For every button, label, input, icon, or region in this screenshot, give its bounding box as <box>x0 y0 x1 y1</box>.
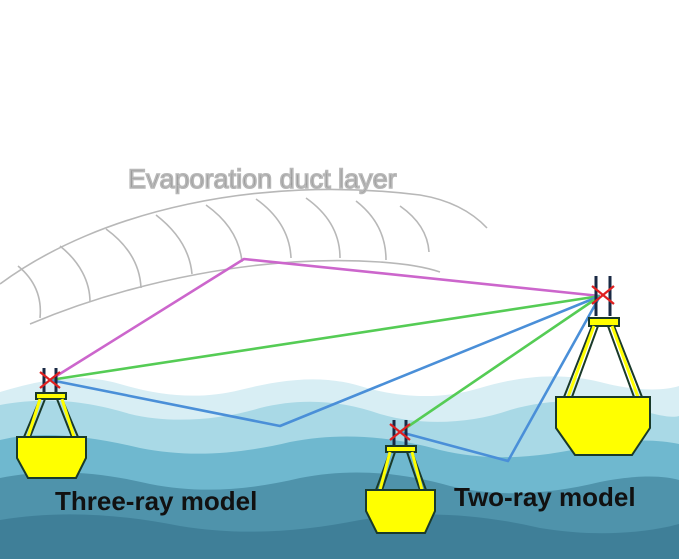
duct-arc-1 <box>17 265 42 319</box>
buoy-left <box>16 368 87 479</box>
buoy-icon <box>555 317 651 456</box>
buoy-middle <box>365 420 436 534</box>
duct-arc-7 <box>305 197 341 259</box>
three-ray-label: Three-ray model <box>55 486 257 516</box>
reflected-ray-short <box>399 295 602 463</box>
duct-arc-4 <box>155 214 193 275</box>
direct-ray-long <box>49 294 601 382</box>
antenna-icon <box>39 368 61 392</box>
two-ray-label: Two-ray model <box>454 482 636 512</box>
antenna-icon <box>389 420 411 446</box>
ducted-ray <box>49 257 601 382</box>
buoy-icon <box>16 392 87 479</box>
duct-arc-9 <box>399 205 430 253</box>
buoy-right <box>555 276 651 456</box>
direct-ray-short <box>399 294 601 434</box>
duct-outer-arc <box>0 188 488 285</box>
sea-layer-5 <box>0 514 679 559</box>
duct-inner-arc <box>29 259 441 325</box>
duct-arc-3 <box>105 228 142 289</box>
reflected-ray-long <box>49 294 601 428</box>
duct-layer: Evaporation duct layer <box>0 163 488 325</box>
rays <box>49 257 602 463</box>
duct-arc-2 <box>59 245 91 303</box>
duct-arc-6 <box>255 198 292 259</box>
antenna-icon <box>591 276 615 316</box>
sea <box>0 376 679 559</box>
duct-arc-5 <box>205 204 243 263</box>
duct-label: Evaporation duct layer <box>128 164 397 194</box>
buoy-icon <box>365 445 436 534</box>
duct-arc-8 <box>355 200 387 261</box>
